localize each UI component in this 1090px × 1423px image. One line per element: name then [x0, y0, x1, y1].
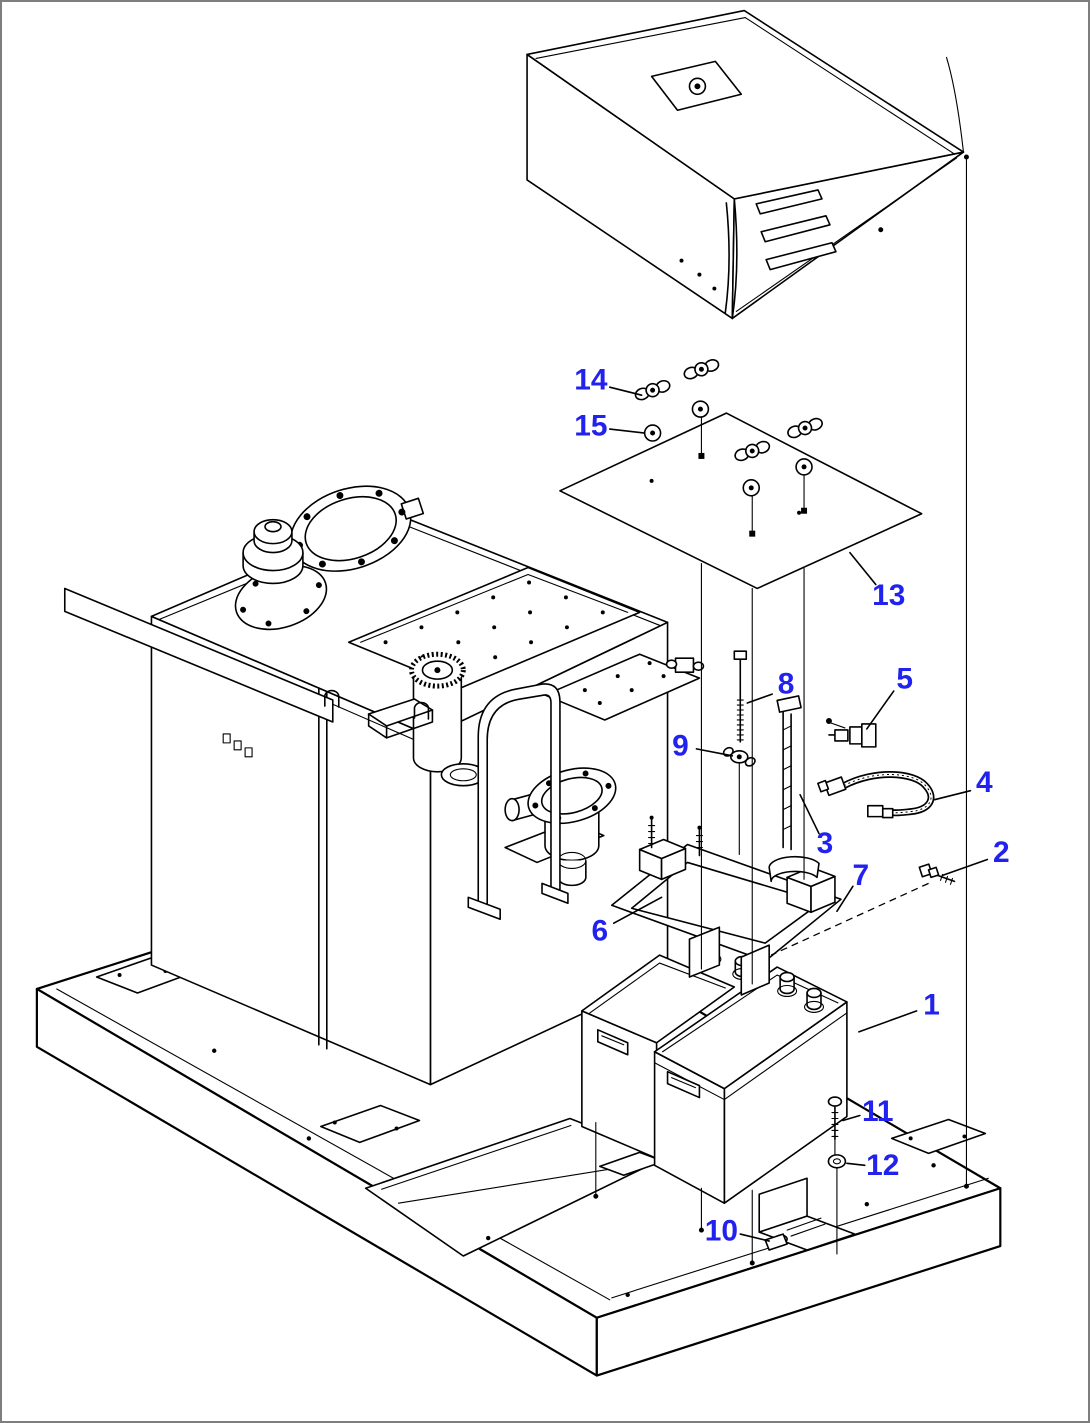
callout-6: 6	[591, 896, 663, 948]
callout-label: 3	[817, 827, 834, 860]
hook-right	[413, 701, 430, 720]
battery-post	[803, 987, 825, 1013]
washer	[795, 458, 813, 476]
callout-14: 14	[574, 364, 643, 397]
callout-12: 12	[846, 1149, 899, 1182]
leader-line	[695, 748, 734, 757]
tank-left-fold	[318, 687, 328, 1050]
leader-line	[933, 789, 972, 801]
leader-line	[608, 386, 643, 396]
callout-2: 2	[770, 836, 1010, 956]
callout-label: 8	[778, 668, 795, 701]
callout-11: 11	[842, 1095, 894, 1128]
leader-line	[858, 1010, 918, 1033]
callout-10: 10	[705, 1215, 770, 1248]
flange-cover-large	[289, 485, 425, 572]
handle-loop	[467, 683, 569, 921]
callout-9: 9	[672, 729, 734, 762]
base-plate-mid	[320, 1104, 421, 1144]
callout-label: 13	[872, 579, 905, 612]
base-front-right-face	[595, 1187, 1002, 1377]
wing-nut	[683, 359, 720, 380]
leader-line	[866, 690, 895, 730]
callout-label: 2	[993, 836, 1010, 869]
callout-1: 1	[858, 988, 940, 1033]
base-plate-right	[890, 1118, 987, 1155]
callout-label: 1	[923, 988, 940, 1021]
frame-tab	[740, 944, 770, 996]
leader-line	[836, 885, 854, 913]
callout-5: 5	[866, 663, 913, 730]
callout-7: 7	[836, 859, 870, 913]
holddown-frame	[610, 815, 842, 996]
frame-tab	[688, 926, 721, 978]
leader-line	[799, 793, 820, 835]
hood-corner-seam	[724, 198, 738, 320]
callout-label: 11	[862, 1095, 894, 1128]
threaded-rod	[733, 650, 748, 743]
corner-block	[786, 866, 836, 914]
callout-15: 15	[574, 410, 646, 443]
side-plate	[63, 587, 334, 723]
bolt-11	[827, 1096, 843, 1141]
leader-line-dashed	[770, 882, 929, 956]
wing-nut	[787, 417, 823, 439]
callout-label: 6	[591, 915, 608, 948]
callout-label: 9	[672, 729, 689, 762]
machine-body	[63, 485, 701, 1086]
washer	[691, 400, 710, 418]
base-bracket	[758, 1177, 856, 1251]
callout-label: 10	[705, 1215, 738, 1248]
nut-12	[827, 1154, 847, 1169]
leader-line	[941, 858, 989, 877]
washer	[643, 424, 662, 442]
callout-13: 13	[849, 551, 905, 612]
battery-cover-plate	[559, 412, 923, 590]
callout-label: 4	[976, 766, 993, 799]
leader-line	[739, 1233, 770, 1242]
cable-harness	[768, 695, 820, 883]
junction-box	[367, 698, 434, 739]
leader-line	[842, 1114, 861, 1122]
leader-line	[608, 428, 646, 434]
leader-line	[612, 896, 663, 925]
callout-3: 3	[799, 793, 834, 860]
wing-nut-9	[722, 746, 756, 856]
callout-4: 4	[933, 766, 993, 801]
plate-hardware	[634, 359, 823, 673]
battery-cable	[817, 771, 935, 819]
callout-label: 5	[896, 663, 913, 696]
wing-nut	[634, 379, 671, 401]
wing-nut	[734, 440, 771, 462]
leader-line	[746, 693, 773, 704]
batteries	[581, 940, 848, 1204]
callout-8: 8	[746, 668, 795, 704]
hook-left	[324, 689, 340, 708]
battery-post	[777, 971, 798, 997]
projection-lines	[593, 154, 969, 1266]
leader-line	[846, 1162, 866, 1167]
hood-top-plate	[650, 60, 743, 112]
callout-label: 15	[574, 410, 607, 443]
perforated-panel-2	[544, 653, 701, 721]
frame-stud	[648, 815, 656, 849]
hood-louvers	[755, 189, 837, 271]
battery-front	[653, 966, 848, 1204]
canister	[409, 651, 466, 773]
callout-label: 14	[574, 364, 608, 397]
terminal-clamp	[825, 717, 877, 748]
leader-line	[849, 551, 877, 586]
washer	[742, 479, 761, 497]
bolt-2	[918, 863, 956, 885]
engine-hood	[526, 9, 965, 320]
callout-label: 7	[853, 859, 870, 892]
filler-cap	[242, 518, 304, 585]
callout-label: 12	[866, 1149, 899, 1182]
corner-block	[638, 838, 687, 881]
